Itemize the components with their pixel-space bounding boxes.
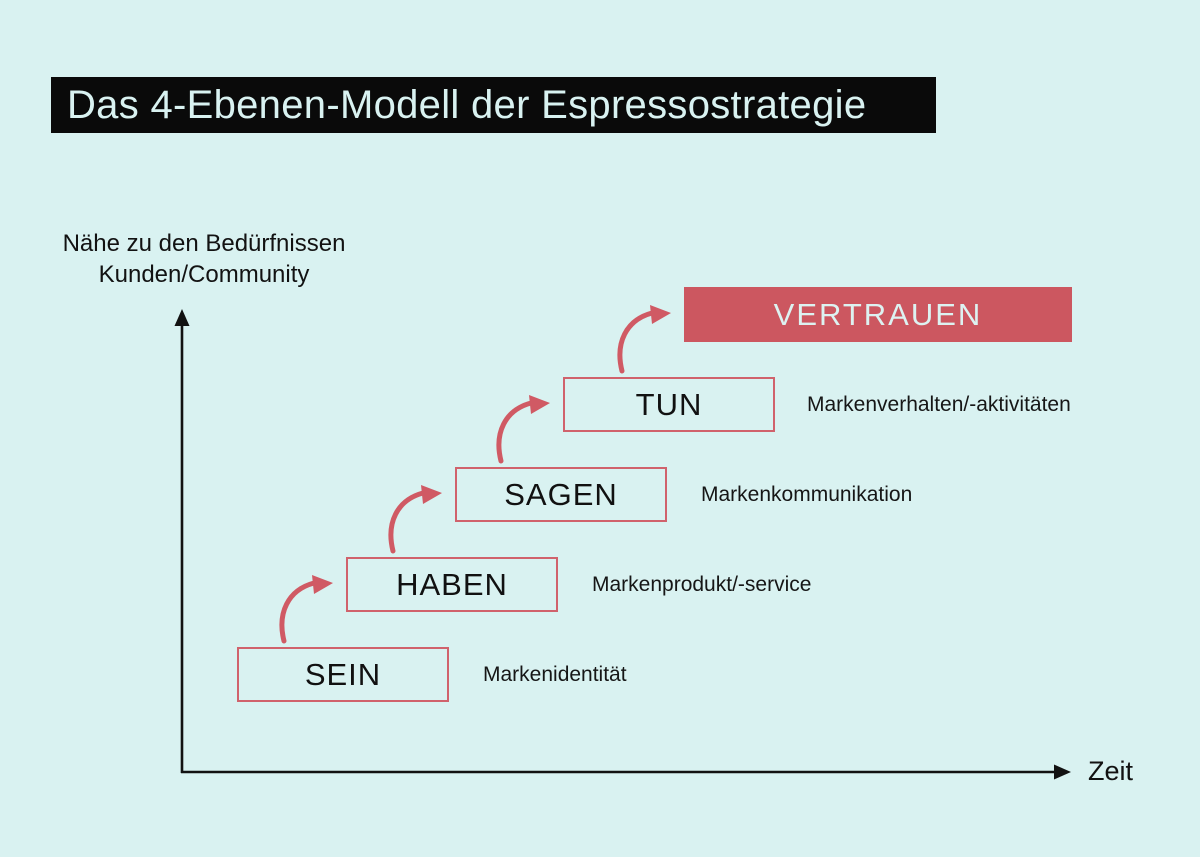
level-label: SAGEN	[504, 476, 618, 512]
y-axis-label: Nähe zu den Bedürfnissen Kunden/Communit…	[44, 228, 364, 290]
level-box-haben: HABEN	[346, 557, 558, 612]
level-box-tun: TUN	[563, 377, 775, 432]
level-label: SEIN	[304, 656, 382, 692]
level-description-haben: Markenprodukt/-service	[592, 572, 812, 596]
title-bar: Das 4-Ebenen-Modell der Espressostrategi…	[51, 77, 936, 133]
level-box-sein: SEIN	[237, 647, 449, 702]
level-label: HABEN	[396, 566, 508, 602]
level-description-sein: Markenidentität	[483, 662, 627, 686]
curved-arrow-icon	[388, 485, 442, 554]
curved-arrow-icon	[279, 575, 333, 644]
level-box-sagen: SAGEN	[455, 467, 667, 522]
y-axis-line	[174, 309, 190, 773]
x-axis-label: Zeit	[1088, 756, 1134, 786]
y-axis-label-line1: Nähe zu den Bedürfnissen	[62, 230, 346, 257]
level-description-tun: Markenverhalten/-aktivitäten	[807, 392, 1071, 416]
goal-label: VERTRAUEN	[773, 296, 983, 332]
goal-box-vertrauen: VERTRAUEN	[684, 287, 1072, 342]
curved-arrow-icon	[496, 395, 550, 464]
x-axis-line	[181, 764, 1071, 780]
y-axis-label-line2: Kunden/Community	[98, 261, 310, 288]
curved-arrow-icon	[617, 305, 671, 374]
level-description-sagen: Markenkommunikation	[701, 482, 913, 506]
level-label: TUN	[635, 386, 703, 422]
page-title: Das 4-Ebenen-Modell der Espressostrategi…	[67, 82, 867, 127]
